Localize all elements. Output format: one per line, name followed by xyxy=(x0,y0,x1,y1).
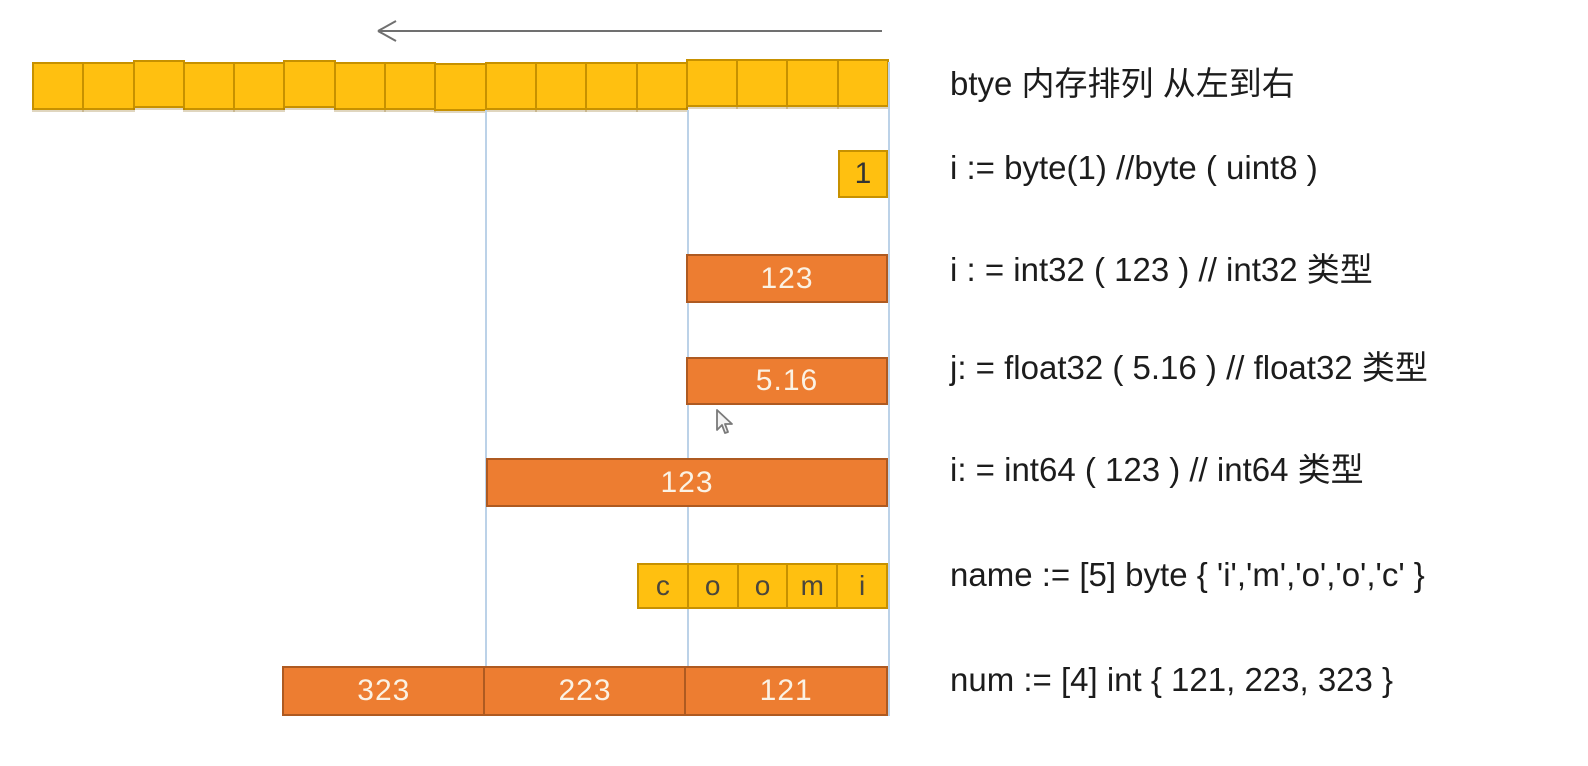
name-cell: i xyxy=(836,563,888,609)
byte-cell xyxy=(333,62,387,110)
guide-line xyxy=(687,110,689,716)
name-cell: m xyxy=(786,563,839,609)
byte-cell xyxy=(182,62,236,110)
byte-strip xyxy=(32,59,890,111)
guide-line xyxy=(485,110,487,716)
byte-cell xyxy=(534,62,588,110)
byte-cell xyxy=(786,59,839,107)
code-line-num-array: num := [4] int { 121, 223, 323 } xyxy=(950,661,1394,698)
guide-line xyxy=(888,62,890,716)
byte-cell xyxy=(635,62,688,110)
name-cell: o xyxy=(686,563,739,609)
left-arrow-icon xyxy=(377,20,882,42)
byte-cell xyxy=(384,62,437,110)
byte-cell xyxy=(283,60,336,108)
byte-cell xyxy=(836,59,890,107)
byte-cell xyxy=(233,62,286,110)
byte-cell xyxy=(585,62,638,110)
title-line: btye 内存排列 从左到右 xyxy=(950,65,1295,102)
code-line-float32: j: = float32 ( 5.16 ) // float32 类型 xyxy=(950,349,1428,386)
byte-cell xyxy=(484,62,537,110)
num-cell: 223 xyxy=(483,666,687,716)
num-cell: 323 xyxy=(282,666,486,716)
byte-cell xyxy=(434,63,487,111)
byte-cell xyxy=(685,59,739,107)
byte-value-box: 1 xyxy=(838,150,888,198)
code-line-int64: i: = int64 ( 123 ) // int64 类型 xyxy=(950,451,1364,488)
float32-bar: 5.16 xyxy=(686,357,888,405)
code-line-name-array: name := [5] byte { 'i','m','o','o','c' } xyxy=(950,556,1425,593)
byte-cell xyxy=(132,60,185,108)
name-cell: o xyxy=(736,563,789,609)
byte-cell xyxy=(736,59,789,107)
byte-cell xyxy=(32,62,85,110)
int64-bar: 123 xyxy=(486,458,888,507)
num-cell: 121 xyxy=(684,666,889,716)
code-line-byte: i := byte(1) //byte ( uint8 ) xyxy=(950,149,1318,186)
byte-cell xyxy=(82,62,135,110)
code-line-int32: i : = int32 ( 123 ) // int32 类型 xyxy=(950,251,1373,288)
mouse-cursor-icon xyxy=(716,409,733,434)
name-array-row: c o o m i xyxy=(637,563,888,609)
int32-bar: 123 xyxy=(686,254,888,303)
num-array-row: 323 223 121 xyxy=(282,666,889,716)
name-cell: c xyxy=(637,563,689,609)
